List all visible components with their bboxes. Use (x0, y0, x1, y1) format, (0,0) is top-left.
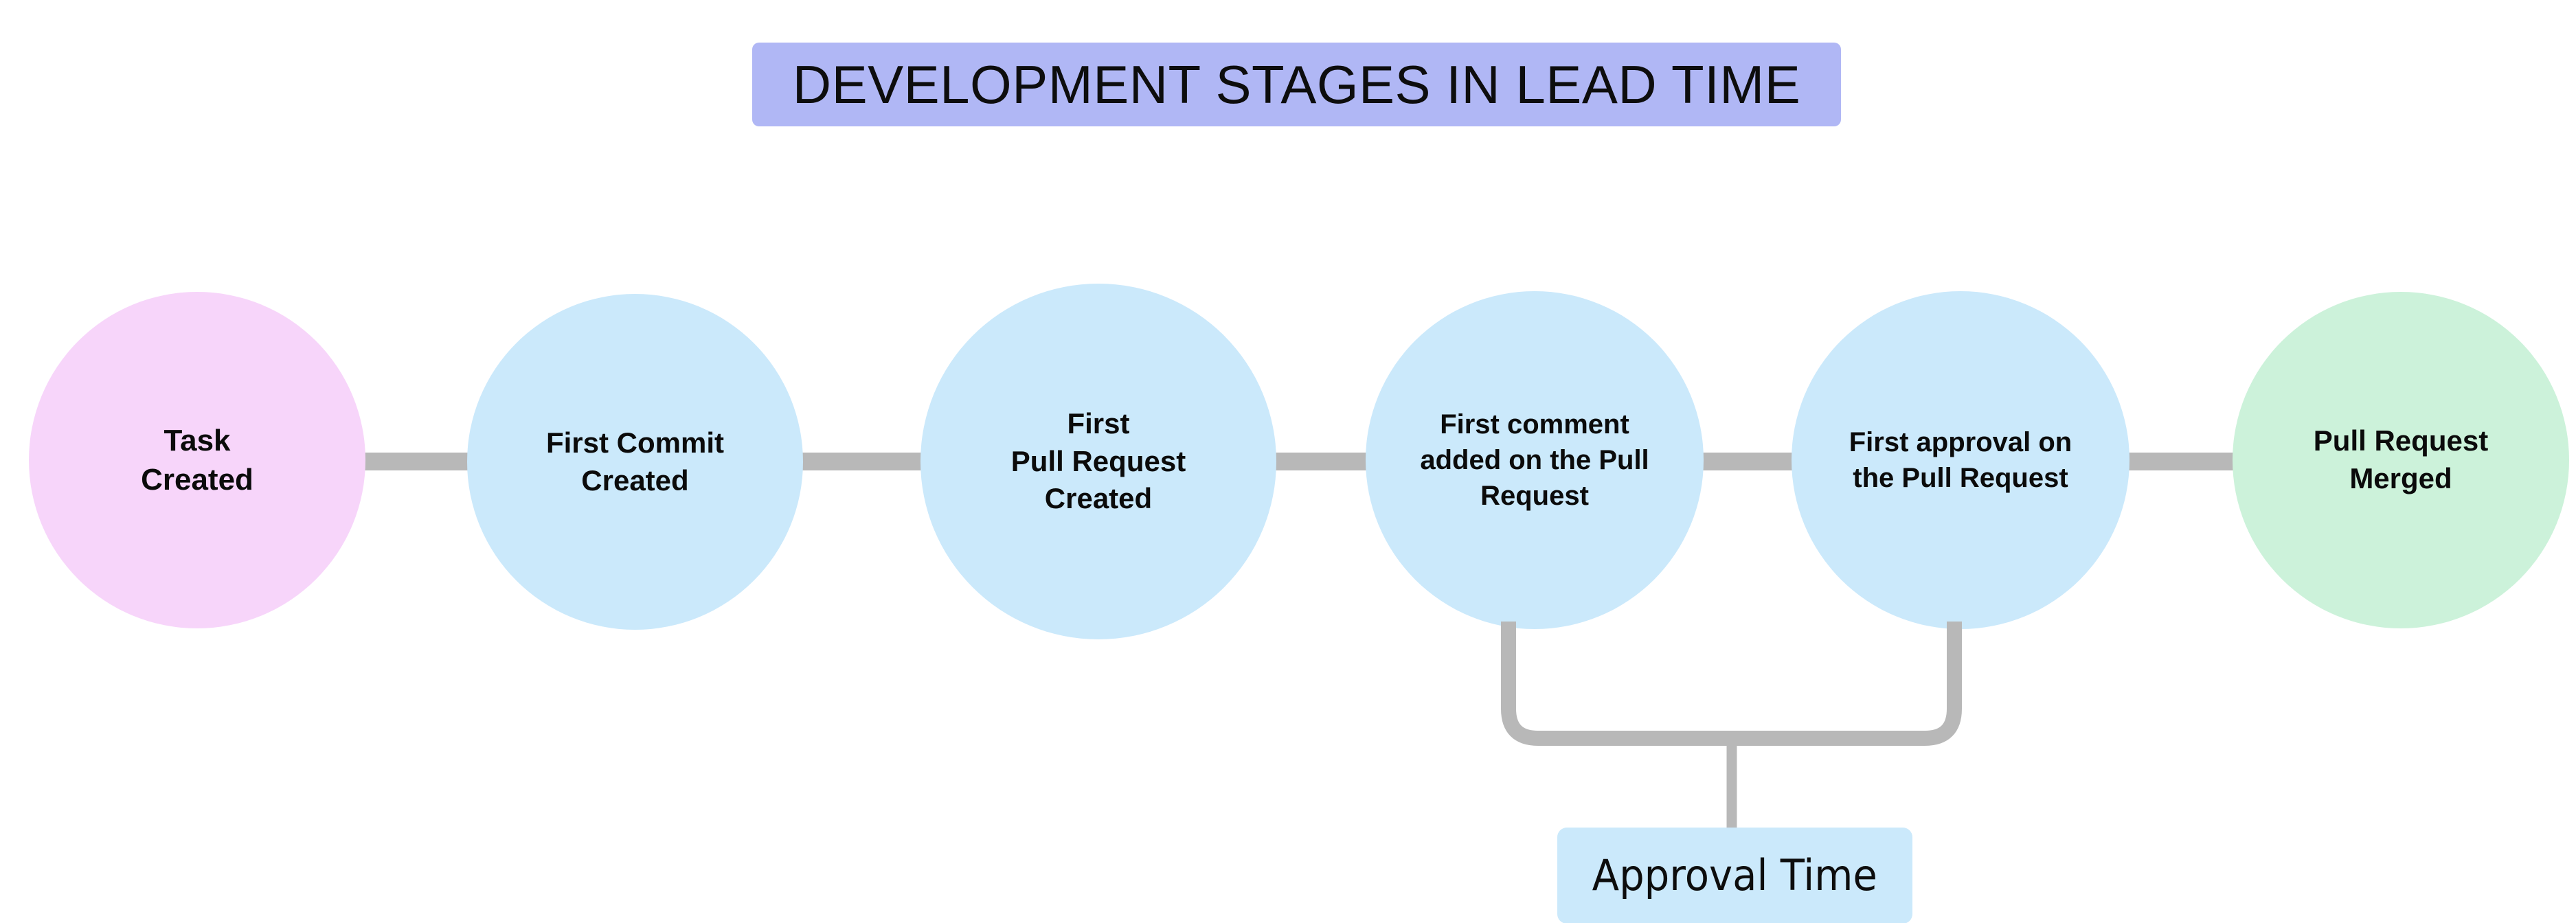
stage-node-first-commit-created[interactable]: First Commit Created (467, 294, 803, 630)
connector-2 (800, 453, 924, 470)
stage-label-first-comment-added: First comment added on the Pull Request (1420, 409, 1649, 511)
stage-node-pull-request-merged[interactable]: Pull Request Merged (2233, 292, 2569, 628)
connector-4 (1700, 453, 1795, 470)
stage-label-task-created: Task Created (141, 423, 253, 497)
stage-label-first-approval: First approval on the Pull Request (1849, 427, 2072, 493)
bracket-path (1501, 622, 1962, 746)
stage-label-pull-request-merged: Pull Request Merged (2313, 424, 2489, 494)
connector-3 (1273, 453, 1369, 470)
connector-5 (2126, 453, 2236, 470)
stage-label-first-pull-request-created: First Pull Request Created (1010, 407, 1186, 515)
connector-1 (363, 453, 470, 470)
stage-node-first-pull-request-created[interactable]: First Pull Request Created (920, 284, 1276, 639)
approval-time-label-text: Approval Time (1592, 850, 1878, 900)
stage-node-first-comment-added[interactable]: First comment added on the Pull Request (1366, 291, 1704, 629)
stage-node-task-created[interactable]: Task Created (29, 292, 365, 628)
page-title-banner: DEVELOPMENT STAGES IN LEAD TIME (752, 43, 1841, 126)
page-title: DEVELOPMENT STAGES IN LEAD TIME (792, 54, 1801, 115)
stage-node-first-approval[interactable]: First approval on the Pull Request (1792, 291, 2129, 629)
approval-time-label[interactable]: Approval Time (1557, 828, 1912, 923)
stage-label-first-commit-created: First Commit Created (545, 426, 724, 497)
